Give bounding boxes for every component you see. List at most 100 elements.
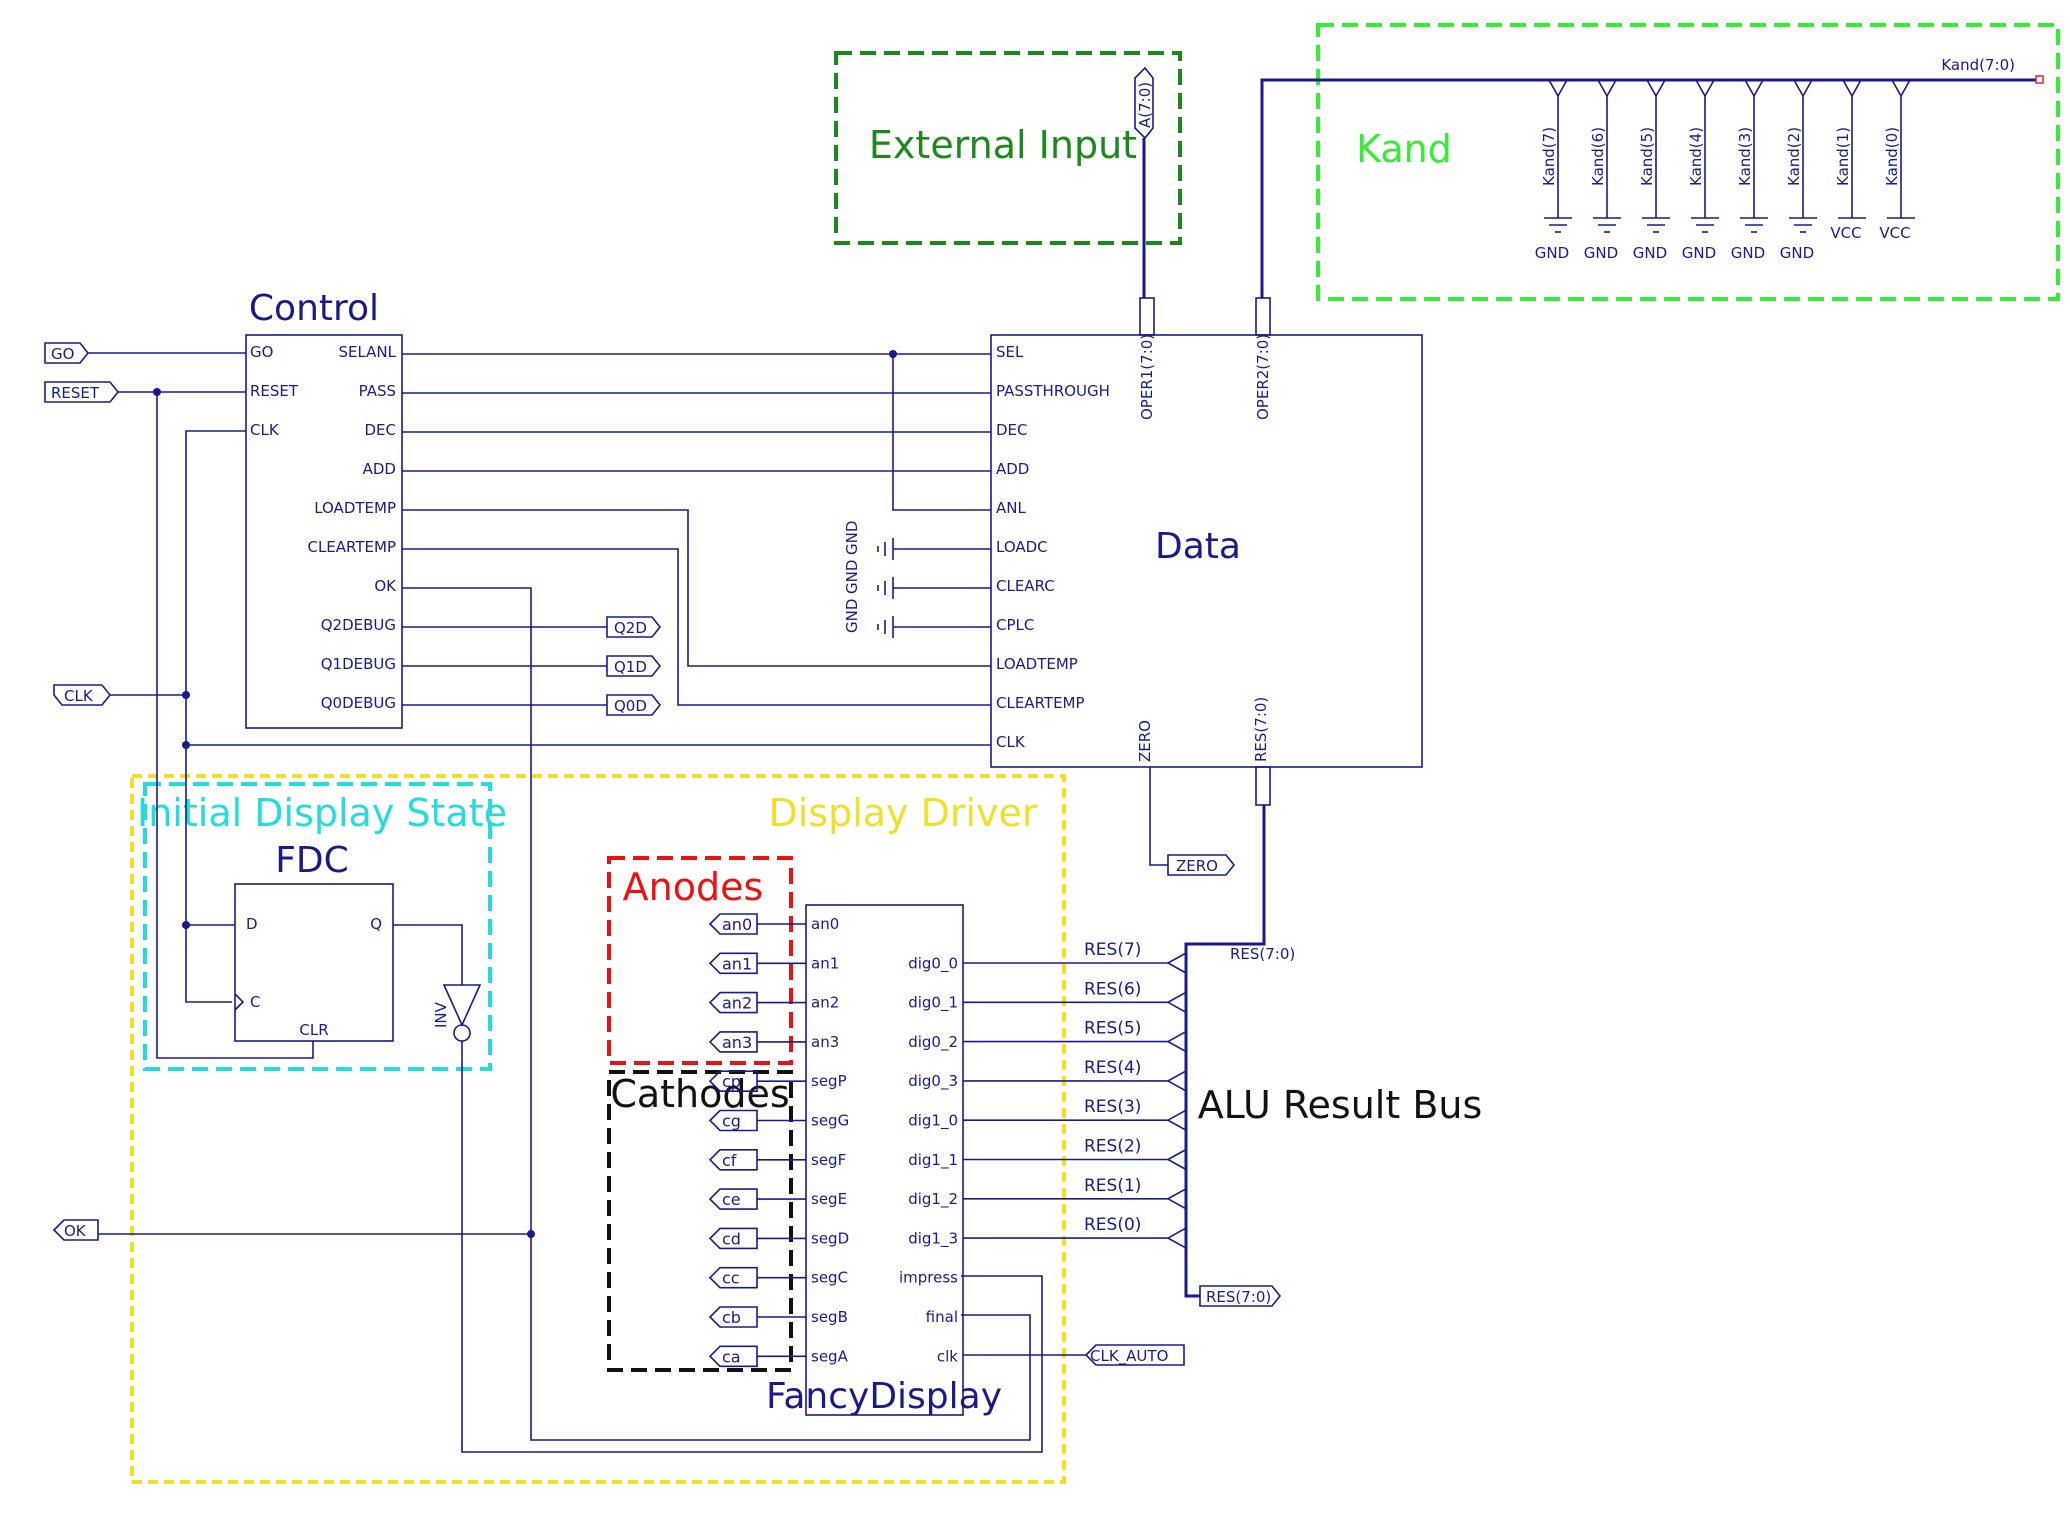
data-outputs: ZERO RES(7:0) RES(7:0) RES(7)RES(6)RES(5… xyxy=(963,767,1295,1307)
control-pin-reset: RESET xyxy=(250,382,299,400)
fancy-right-pin: dig1_2 xyxy=(908,1190,958,1209)
kand-tap-label: Kand(7) xyxy=(1540,127,1558,186)
control-pin-cleartemp: CLEARTEMP xyxy=(307,538,396,556)
data-pin-oper1: OPER1(7:0) xyxy=(1138,334,1156,420)
res-tap-label: RES(5) xyxy=(1084,1019,1141,1039)
data-pin-add: ADD xyxy=(996,460,1029,478)
data-block: Data SEL PASSTHROUGH DEC ADD ANL LOADC C… xyxy=(843,297,1423,806)
alu-result-bus-label: ALU Result Bus xyxy=(1198,1083,1483,1127)
fancy-left-pin: segC xyxy=(811,1269,848,1287)
cathode-port-label: cc xyxy=(722,1269,740,1288)
kand-tap-label: Kand(0) xyxy=(1883,127,1901,186)
port-zero-label: ZERO xyxy=(1176,857,1218,875)
initial-display-state-label: Initial Display State xyxy=(137,791,507,835)
anode-port-label: an3 xyxy=(722,1033,752,1052)
res-tap-label: RES(2) xyxy=(1084,1137,1141,1157)
res-bus-tap xyxy=(1166,1070,1187,1092)
cathode-port-label: ce xyxy=(722,1190,741,1209)
fancy-left-pin: segD xyxy=(811,1229,849,1247)
data-pin-anl: ANL xyxy=(996,499,1026,517)
kand-section: Kand(7:0) Kand(7)GNDKand(6)GNDKand(5)GND… xyxy=(1260,56,2044,298)
cathodes-frame xyxy=(607,1070,793,1372)
fancy-left-pin: segG xyxy=(811,1112,849,1130)
oper1-stub xyxy=(1139,297,1155,336)
control-pin-q2debug: Q2DEBUG xyxy=(321,616,396,634)
debug-ports: Q2D Q1D Q0D xyxy=(606,616,662,716)
kand-bus-end xyxy=(2035,75,2044,84)
res-tap-label: RES(6) xyxy=(1084,979,1141,999)
port-q1d xyxy=(606,655,662,677)
cathode-port-label: cb xyxy=(722,1308,741,1327)
gnd-loadc-label: GND xyxy=(843,521,861,555)
fancy-title: FancyDisplay xyxy=(766,1376,1002,1417)
fancy-right-pin: dig0_1 xyxy=(908,994,958,1013)
control-block: Control GO RESET CLK SELANL PASS DEC ADD… xyxy=(245,288,403,729)
port-reset-label: RESET xyxy=(51,384,100,402)
anodes-label: Anodes xyxy=(623,865,764,909)
data-title: Data xyxy=(1155,526,1241,567)
res-bus-tap xyxy=(1166,991,1187,1013)
kand-tap-label: Kand(6) xyxy=(1589,127,1607,186)
fancy-left-pin: an2 xyxy=(811,994,839,1012)
fdc-title: FDC xyxy=(275,840,349,881)
res-bus-tap xyxy=(1166,1030,1187,1053)
fancy-right-pin: dig1_3 xyxy=(908,1229,958,1248)
fancy-left-pin: segE xyxy=(811,1190,847,1208)
cathodes-label: Cathodes xyxy=(610,1072,789,1116)
fancy-display-block: FancyDisplay an0an1an2an3segPsegGsegFseg… xyxy=(766,904,1002,1417)
port-reset xyxy=(44,381,120,403)
control-pin-q0debug: Q0DEBUG xyxy=(321,694,396,712)
res-bus-tap xyxy=(1166,952,1187,974)
data-pin-zero: ZERO xyxy=(1136,720,1154,762)
port-q1d-label: Q1D xyxy=(614,658,647,676)
gnd-clearc-label: GND xyxy=(843,560,861,594)
kand-bus-tap xyxy=(1646,79,1666,98)
kand-supply-label: GND xyxy=(1584,244,1618,262)
anode-port-label: an1 xyxy=(722,954,752,973)
data-pin-res: RES(7:0) xyxy=(1252,697,1270,762)
kand-frame xyxy=(1316,23,2060,301)
control-pin-ok: OK xyxy=(374,577,397,595)
res-bus-tap xyxy=(1166,1109,1187,1131)
cathode-port-label: cg xyxy=(722,1112,741,1131)
data-pin-oper2: OPER2(7:0) xyxy=(1254,334,1272,420)
inverter xyxy=(442,984,482,1027)
fancy-left-pin: segA xyxy=(811,1347,849,1365)
res-bus-tap xyxy=(1166,1227,1187,1249)
port-q0d-label: Q0D xyxy=(614,697,647,715)
port-a xyxy=(1134,66,1154,140)
port-clk-auto xyxy=(1084,1344,1185,1366)
res-tap-label: RES(7) xyxy=(1084,940,1141,960)
kand-supply-label: GND xyxy=(1682,244,1716,262)
cathode-port-label: cf xyxy=(722,1151,737,1170)
res-tap-label: RES(0) xyxy=(1084,1215,1141,1235)
control-data-wires xyxy=(402,350,1031,1441)
display-driver-frame xyxy=(130,774,1066,1484)
port-res-out-label: RES(7:0) xyxy=(1206,1288,1271,1306)
data-gnd-ties xyxy=(877,538,991,638)
fdc-block: FDC D Q C CLR INV xyxy=(182,840,1043,1453)
fancy-right-pin: impress xyxy=(899,1269,958,1287)
port-go xyxy=(44,342,90,364)
cathode-port-label: cd xyxy=(722,1229,741,1248)
region-frames xyxy=(130,23,2060,1484)
fancy-left-pin: segB xyxy=(811,1308,848,1326)
kand-bus-tap xyxy=(1891,79,1911,98)
data-pin-cplc: CPLC xyxy=(996,616,1034,634)
kand-bus-tap xyxy=(1548,79,1568,98)
fdc-pin-q: Q xyxy=(370,915,382,933)
port-res-out xyxy=(1199,1285,1282,1307)
port-zero xyxy=(1167,854,1236,876)
gnd-cplc-label: GND xyxy=(843,599,861,633)
port-clk-label: CLK xyxy=(64,687,94,705)
kand-label: Kand xyxy=(1356,127,1452,171)
kand-tap-label: Kand(4) xyxy=(1687,127,1705,186)
kand-supply-label: GND xyxy=(1731,244,1765,262)
data-body xyxy=(990,334,1423,768)
data-pin-clearc: CLEARC xyxy=(996,577,1055,595)
cathode-port-label: cp xyxy=(722,1072,741,1091)
kand-bus-tap xyxy=(1744,79,1764,98)
port-a-label: A(7:0) xyxy=(1136,82,1154,128)
oper2-stub xyxy=(1255,297,1271,336)
fancy-left-pin: an3 xyxy=(811,1033,839,1051)
